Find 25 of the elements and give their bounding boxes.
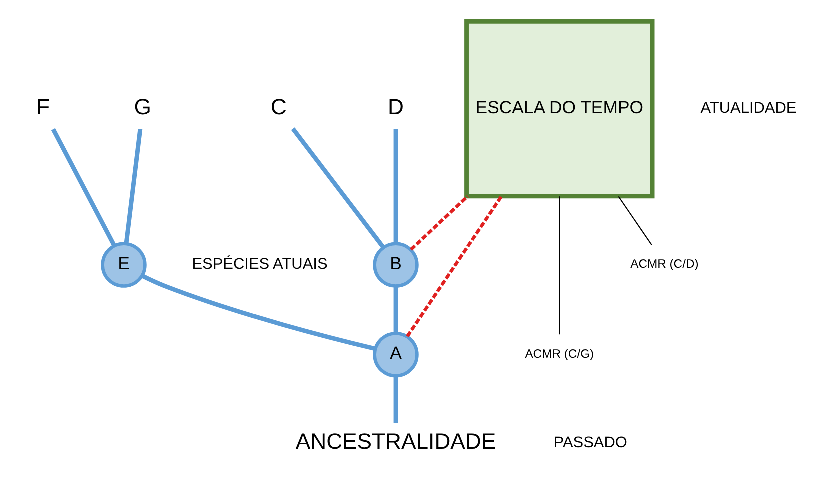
node-text: ANCESTRALIDADE [295,428,496,454]
node-text: ACMR (C/G) [524,346,594,360]
connector [393,286,398,333]
connector [406,195,503,338]
node-text: F [36,94,50,120]
label: PASSADO [553,434,627,451]
node-text: ACMR (C/D) [630,256,698,271]
connector [393,375,398,423]
node-circle: E [100,242,146,288]
label: ATUALIDADE [700,100,796,117]
connector [290,127,385,249]
node-text: D [388,94,404,120]
node-box: ESCALA DO TEMPO [464,18,654,198]
connector [558,196,560,334]
node-text: G [134,94,151,120]
connector [124,128,142,244]
node-text: C [270,94,286,120]
connector [140,274,376,351]
label: ESPÉCIES ATUAIS [192,256,328,273]
connector [618,196,652,245]
node-circle: B [372,242,418,288]
node-circle: A [372,331,418,378]
connector [393,128,398,244]
connector [50,128,116,247]
connector [409,194,468,250]
